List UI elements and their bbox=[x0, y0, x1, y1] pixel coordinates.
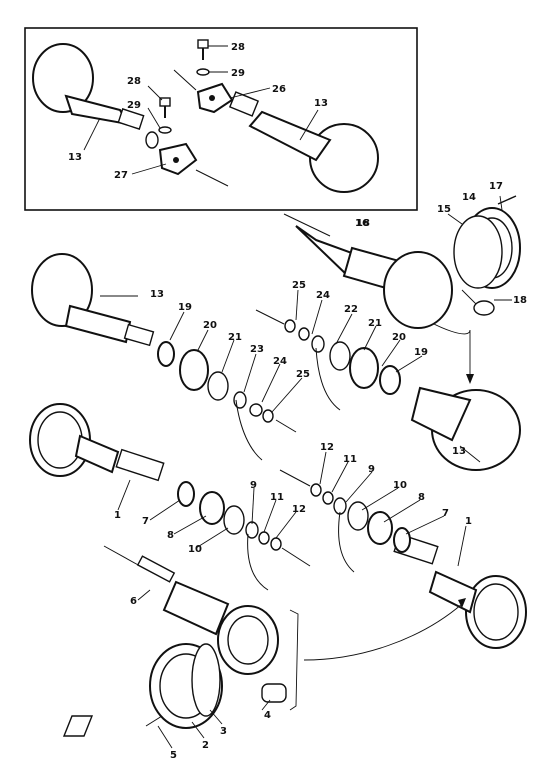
callout-7-lower: 7 bbox=[142, 516, 149, 527]
mid-right-signal bbox=[255, 213, 521, 471]
callout-17: 17 bbox=[489, 181, 503, 192]
callout-12-lower: 12 bbox=[292, 504, 306, 515]
callout-19-right: 19 bbox=[414, 347, 428, 358]
bolt-upper bbox=[196, 39, 210, 76]
callout-13-inset-left: 13 bbox=[68, 152, 82, 163]
callout-19-left: 19 bbox=[178, 302, 192, 313]
callout-11-upper: 11 bbox=[343, 454, 357, 465]
callout-25-left: 25 bbox=[296, 369, 310, 380]
callout-13-mid-left: 13 bbox=[150, 289, 164, 300]
callout-25-right: 25 bbox=[292, 280, 306, 291]
callout-3: 3 bbox=[220, 726, 227, 737]
callout-27: 27 bbox=[114, 170, 128, 181]
callout-18-rear: 18 bbox=[513, 295, 527, 306]
callout-13-mid-right: 13 bbox=[452, 446, 466, 457]
callout-29-upper: 29 bbox=[231, 68, 245, 79]
callout-15: 15 bbox=[437, 204, 451, 215]
mid-left-signal bbox=[31, 253, 297, 461]
callout-23: 23 bbox=[250, 344, 264, 355]
callout-8-upper: 8 bbox=[418, 492, 425, 503]
callout-16: 16 bbox=[355, 218, 369, 229]
callout-11-lower: 11 bbox=[270, 492, 284, 503]
callout-12-upper: 12 bbox=[320, 442, 334, 453]
callout-4: 4 bbox=[264, 710, 271, 721]
inset-panel: 28 29 26 13 28 29 13 27 bbox=[24, 27, 418, 211]
callout-2: 2 bbox=[202, 740, 209, 751]
lower-left-signal bbox=[29, 403, 311, 591]
callout-7-upper: 7 bbox=[442, 508, 449, 519]
callout-20-right: 20 bbox=[392, 332, 406, 343]
callout-18-mid: 18 bbox=[356, 218, 370, 229]
callout-29-lower: 29 bbox=[127, 100, 141, 111]
bottom-signal-assembly bbox=[62, 545, 466, 749]
callout-8-lower: 8 bbox=[167, 530, 174, 541]
callout-28-lower: 28 bbox=[127, 76, 141, 87]
callout-6: 6 bbox=[130, 596, 137, 607]
callout-26: 26 bbox=[272, 84, 286, 95]
rear-lens-detail: 17 14 15 18 16 bbox=[355, 181, 527, 384]
callout-21-right: 21 bbox=[368, 318, 382, 329]
callout-28-upper: 28 bbox=[231, 42, 245, 53]
callout-9-upper: 9 bbox=[368, 464, 375, 475]
callout-1-left: 1 bbox=[114, 510, 121, 521]
inset-right-signal bbox=[228, 91, 379, 193]
callout-21-left: 21 bbox=[228, 332, 242, 343]
bracket-lower bbox=[158, 142, 198, 176]
callout-24-right: 24 bbox=[316, 290, 330, 301]
callout-10-lower: 10 bbox=[188, 544, 202, 555]
lower-right-signal bbox=[279, 469, 527, 649]
callout-24-left: 24 bbox=[273, 356, 287, 367]
callout-5: 5 bbox=[170, 750, 177, 761]
inset-left-signal bbox=[32, 43, 159, 149]
callout-20-left: 20 bbox=[203, 320, 217, 331]
callout-22: 22 bbox=[344, 304, 358, 315]
bolt-lower bbox=[158, 97, 172, 134]
callout-13-inset-right: 13 bbox=[314, 98, 328, 109]
callout-10-upper: 10 bbox=[393, 480, 407, 491]
callout-1-right: 1 bbox=[465, 516, 472, 527]
bracket-upper bbox=[196, 82, 234, 114]
callout-14: 14 bbox=[462, 192, 476, 203]
callout-9-lower: 9 bbox=[250, 480, 257, 491]
